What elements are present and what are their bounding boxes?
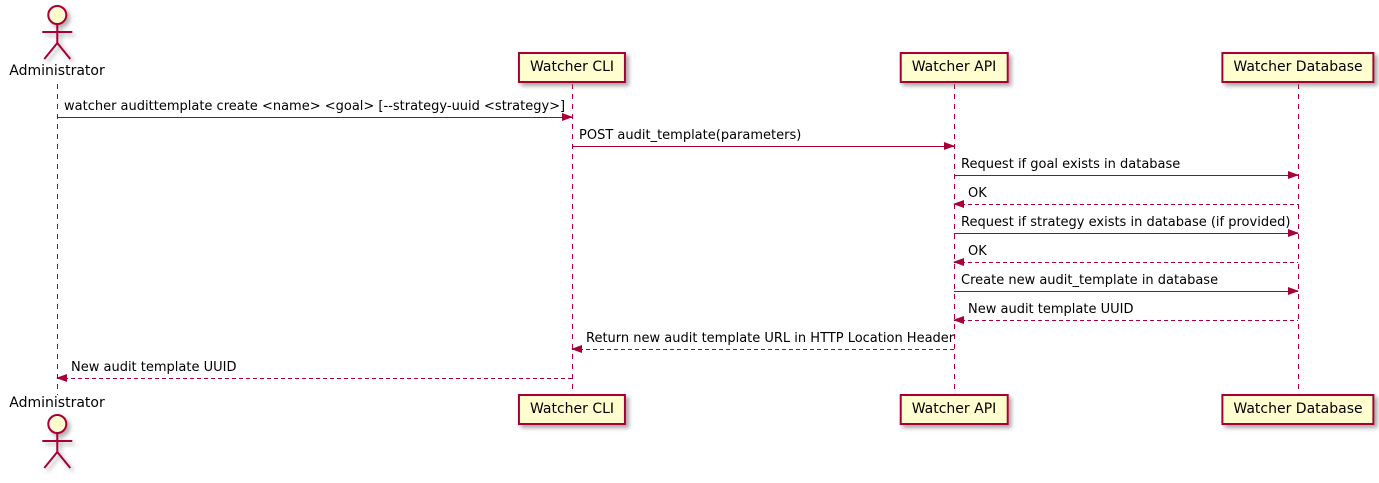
arrowhead-right-icon	[562, 113, 573, 121]
message-label: POST audit_template(parameters)	[579, 128, 802, 143]
actor-administrator-top: Administrator	[9, 4, 105, 80]
message-label: OK	[968, 244, 987, 259]
message-label: Return new audit template URL in HTTP Lo…	[586, 331, 955, 346]
lifeline-watcher-database	[1298, 84, 1299, 394]
message-line	[954, 175, 1298, 176]
message-line	[572, 349, 954, 350]
message-line	[57, 378, 572, 379]
arrowhead-right-icon	[1288, 229, 1299, 237]
message-label: New audit template UUID	[968, 302, 1134, 317]
participant-watcher-cli-bottom: Watcher CLI	[517, 394, 627, 425]
message-label: Request if strategy exists in database (…	[961, 215, 1291, 230]
message-label: Create new audit_template in database	[961, 273, 1219, 288]
arrowhead-right-icon	[944, 142, 955, 150]
arrowhead-left-icon	[56, 374, 67, 382]
lifeline-watcher-cli	[572, 84, 573, 394]
message-line	[57, 117, 572, 118]
arrowhead-right-icon	[1288, 287, 1299, 295]
participant-watcher-database-bottom: Watcher Database	[1221, 394, 1375, 425]
message-line	[954, 291, 1298, 292]
message-label: watcher audittemplate create <name> <goa…	[64, 99, 566, 114]
message-line	[954, 204, 1298, 205]
participant-watcher-api-bottom: Watcher API	[899, 394, 1009, 425]
participant-watcher-database-top: Watcher Database	[1221, 52, 1375, 83]
message-label: Request if goal exists in database	[961, 157, 1181, 172]
actor-label: Administrator	[9, 63, 105, 79]
actor-label: Administrator	[9, 395, 105, 411]
message-line	[954, 262, 1298, 263]
message-line	[954, 233, 1298, 234]
participant-watcher-cli-top: Watcher CLI	[517, 52, 627, 83]
actor-administrator-bottom: Administrator	[9, 395, 105, 471]
arrowhead-left-icon	[571, 345, 582, 353]
arrowhead-left-icon	[953, 316, 964, 324]
message-label: New audit template UUID	[71, 360, 237, 375]
actor-icon	[42, 414, 72, 469]
lifeline-watcher-api	[954, 84, 955, 394]
message-line	[954, 320, 1298, 321]
message-line	[572, 146, 954, 147]
arrowhead-left-icon	[953, 258, 964, 266]
lifeline-administrator	[57, 84, 58, 395]
arrowhead-right-icon	[1288, 171, 1299, 179]
message-label: OK	[968, 186, 987, 201]
participant-watcher-api-top: Watcher API	[899, 52, 1009, 83]
actor-icon	[42, 5, 72, 60]
arrowhead-left-icon	[953, 200, 964, 208]
